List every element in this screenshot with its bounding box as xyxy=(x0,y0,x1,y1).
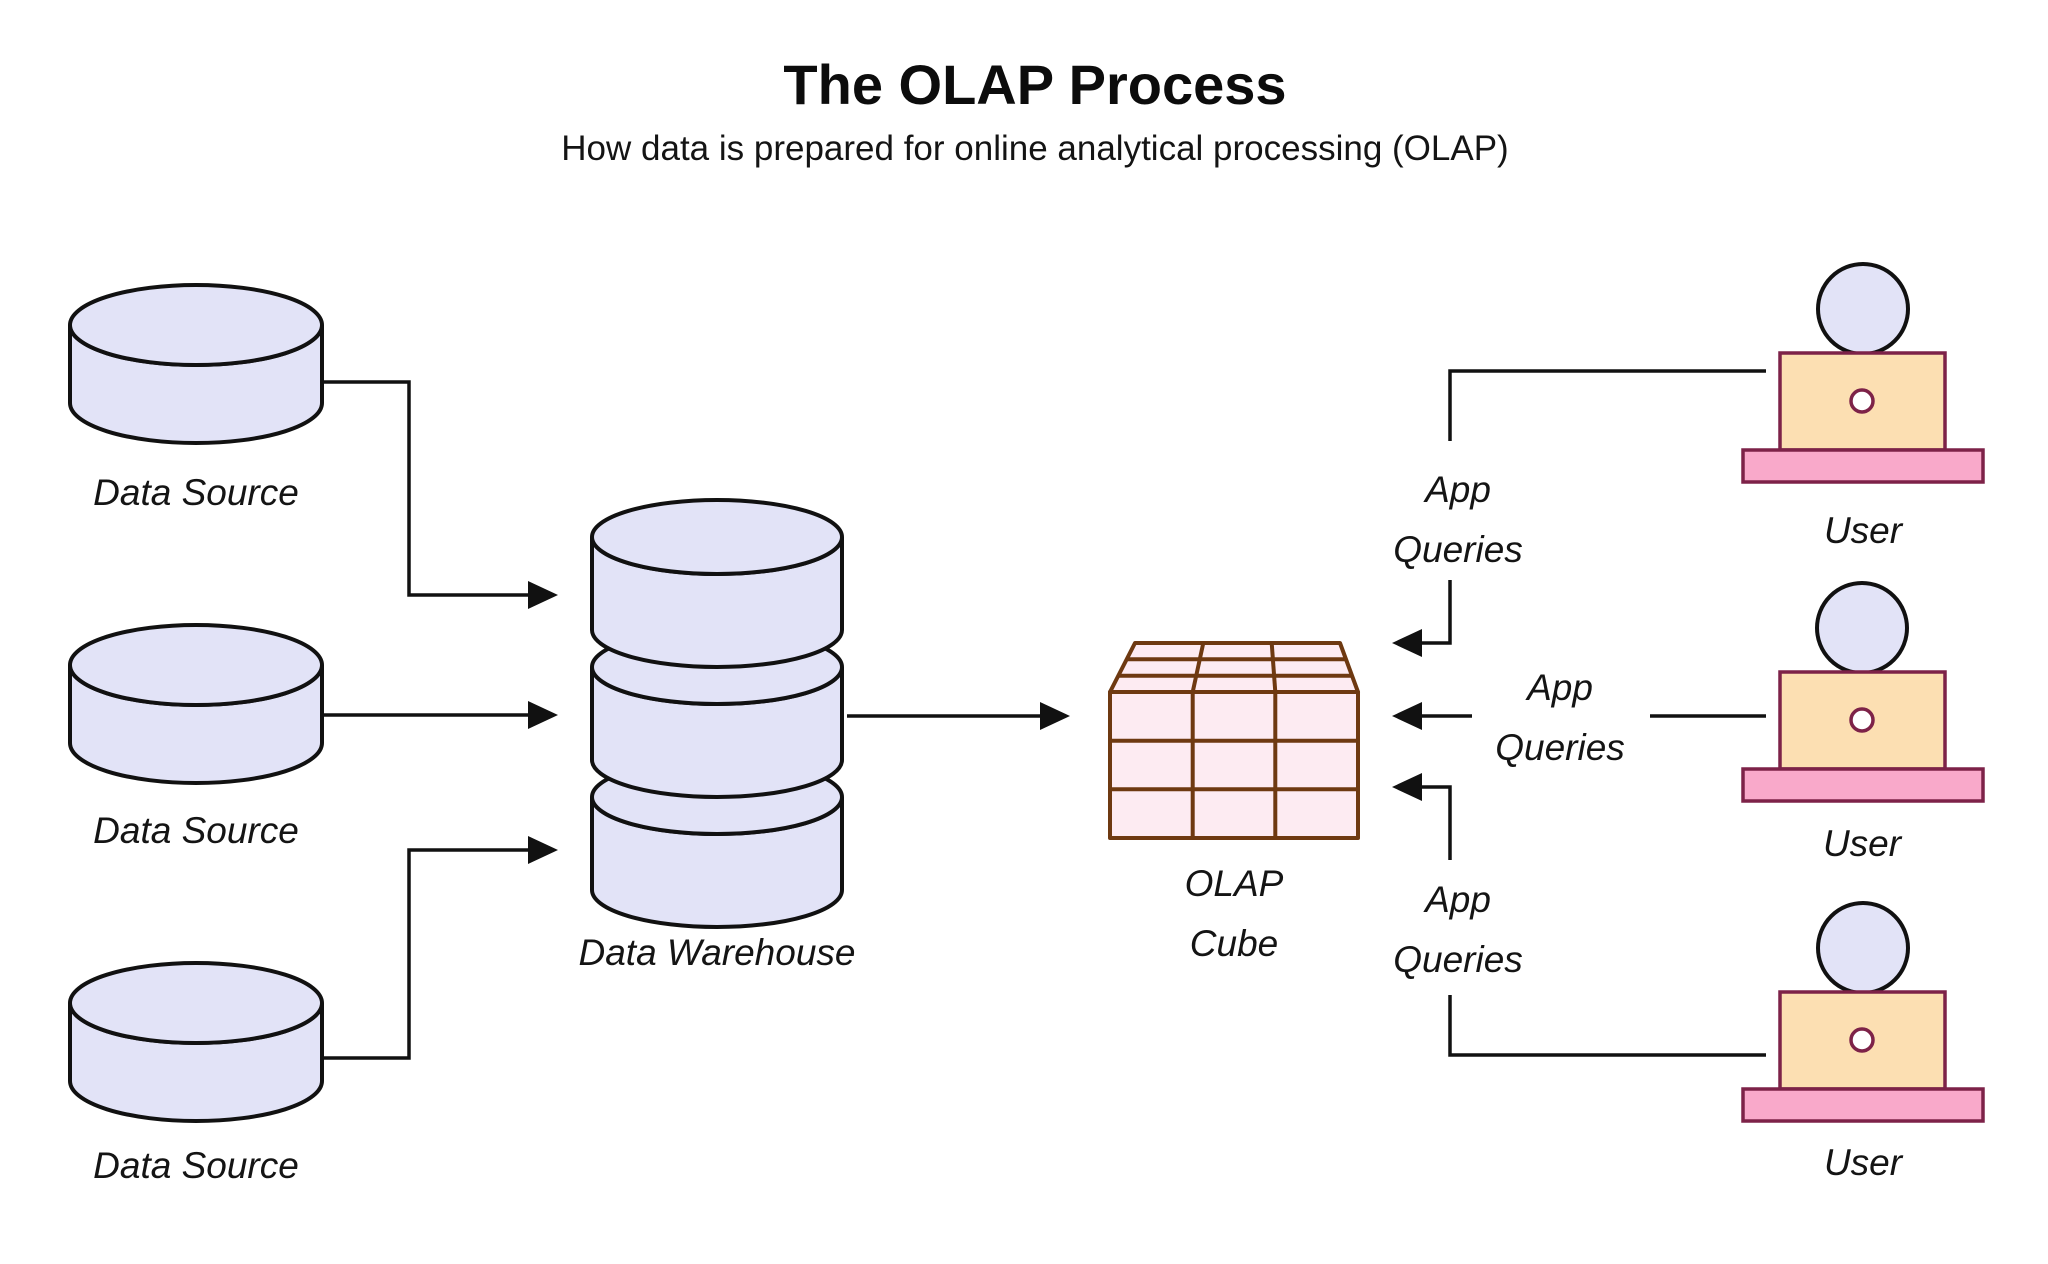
arrowhead-right-icon xyxy=(528,836,558,864)
user-head xyxy=(1816,901,1910,995)
arrowhead-left-icon xyxy=(1392,629,1422,657)
user-head xyxy=(1816,262,1910,356)
edge-datasource1-warehouse xyxy=(323,380,558,609)
laptop-logo xyxy=(1849,1027,1875,1053)
olap-cube-label-line2: Cube xyxy=(1190,923,1278,964)
app-queries-line1: App xyxy=(1525,667,1593,708)
data-source-1-icon xyxy=(68,283,324,445)
data-source-3-label: Data Source xyxy=(93,1145,299,1186)
data-source-2-icon xyxy=(68,623,324,785)
app-queries-line2: Queries xyxy=(1393,529,1523,570)
data-source-1-label: Data Source xyxy=(93,472,299,513)
edge-datasource2-warehouse xyxy=(314,701,558,729)
app-queries-label-2: App Queries xyxy=(1495,667,1625,768)
user-laptop xyxy=(1778,670,1947,771)
edge-datasource3-warehouse xyxy=(323,836,558,1060)
app-queries-line1: App xyxy=(1423,879,1491,920)
user-head xyxy=(1815,581,1909,675)
cylinder-top xyxy=(68,283,324,367)
cylinder-top xyxy=(68,961,324,1045)
user-3-label: User xyxy=(1824,1142,1904,1183)
olap-cube-label: OLAP Cube xyxy=(1185,863,1284,964)
user-3-icon xyxy=(1741,901,1985,1123)
user-desk xyxy=(1741,767,1985,803)
app-queries-label-3: App Queries xyxy=(1393,879,1523,980)
edge-warehouse-cube xyxy=(847,702,1070,730)
arrowhead-left-icon xyxy=(1392,773,1422,801)
data-source-3-icon xyxy=(68,961,324,1123)
arrowhead-left-icon xyxy=(1392,702,1422,730)
edge-user3-cube xyxy=(1392,773,1766,1057)
user-2-label: User xyxy=(1823,823,1903,864)
arrowhead-right-icon xyxy=(528,701,558,729)
user-desk xyxy=(1741,1087,1985,1123)
app-queries-line2: Queries xyxy=(1495,727,1625,768)
edge-user1-cube xyxy=(1392,369,1766,657)
arrowhead-right-icon xyxy=(528,581,558,609)
user-1-label: User xyxy=(1824,510,1904,551)
laptop-logo xyxy=(1849,707,1875,733)
data-source-2-label: Data Source xyxy=(93,810,299,851)
cylinder-top xyxy=(68,623,324,707)
edge-user2-cube xyxy=(1392,702,1766,730)
user-1-icon xyxy=(1741,262,1985,484)
page-title: The OLAP Process xyxy=(783,53,1286,116)
app-queries-line2: Queries xyxy=(1393,939,1523,980)
olap-cube-label-line1: OLAP xyxy=(1185,863,1284,904)
arrowhead-right-icon xyxy=(1040,702,1070,730)
cube-front-face xyxy=(1108,690,1360,840)
data-warehouse-label: Data Warehouse xyxy=(579,932,856,973)
page-subtitle: How data is prepared for online analytic… xyxy=(561,129,1508,168)
app-queries-line1: App xyxy=(1423,469,1491,510)
olap-cube-icon xyxy=(1108,641,1360,840)
laptop-logo xyxy=(1849,388,1875,414)
user-2-icon xyxy=(1741,581,1985,803)
user-desk xyxy=(1741,448,1985,484)
data-warehouse-icon xyxy=(590,498,844,929)
cube-top-face xyxy=(1108,641,1360,694)
app-queries-label-1: App Queries xyxy=(1393,469,1523,570)
